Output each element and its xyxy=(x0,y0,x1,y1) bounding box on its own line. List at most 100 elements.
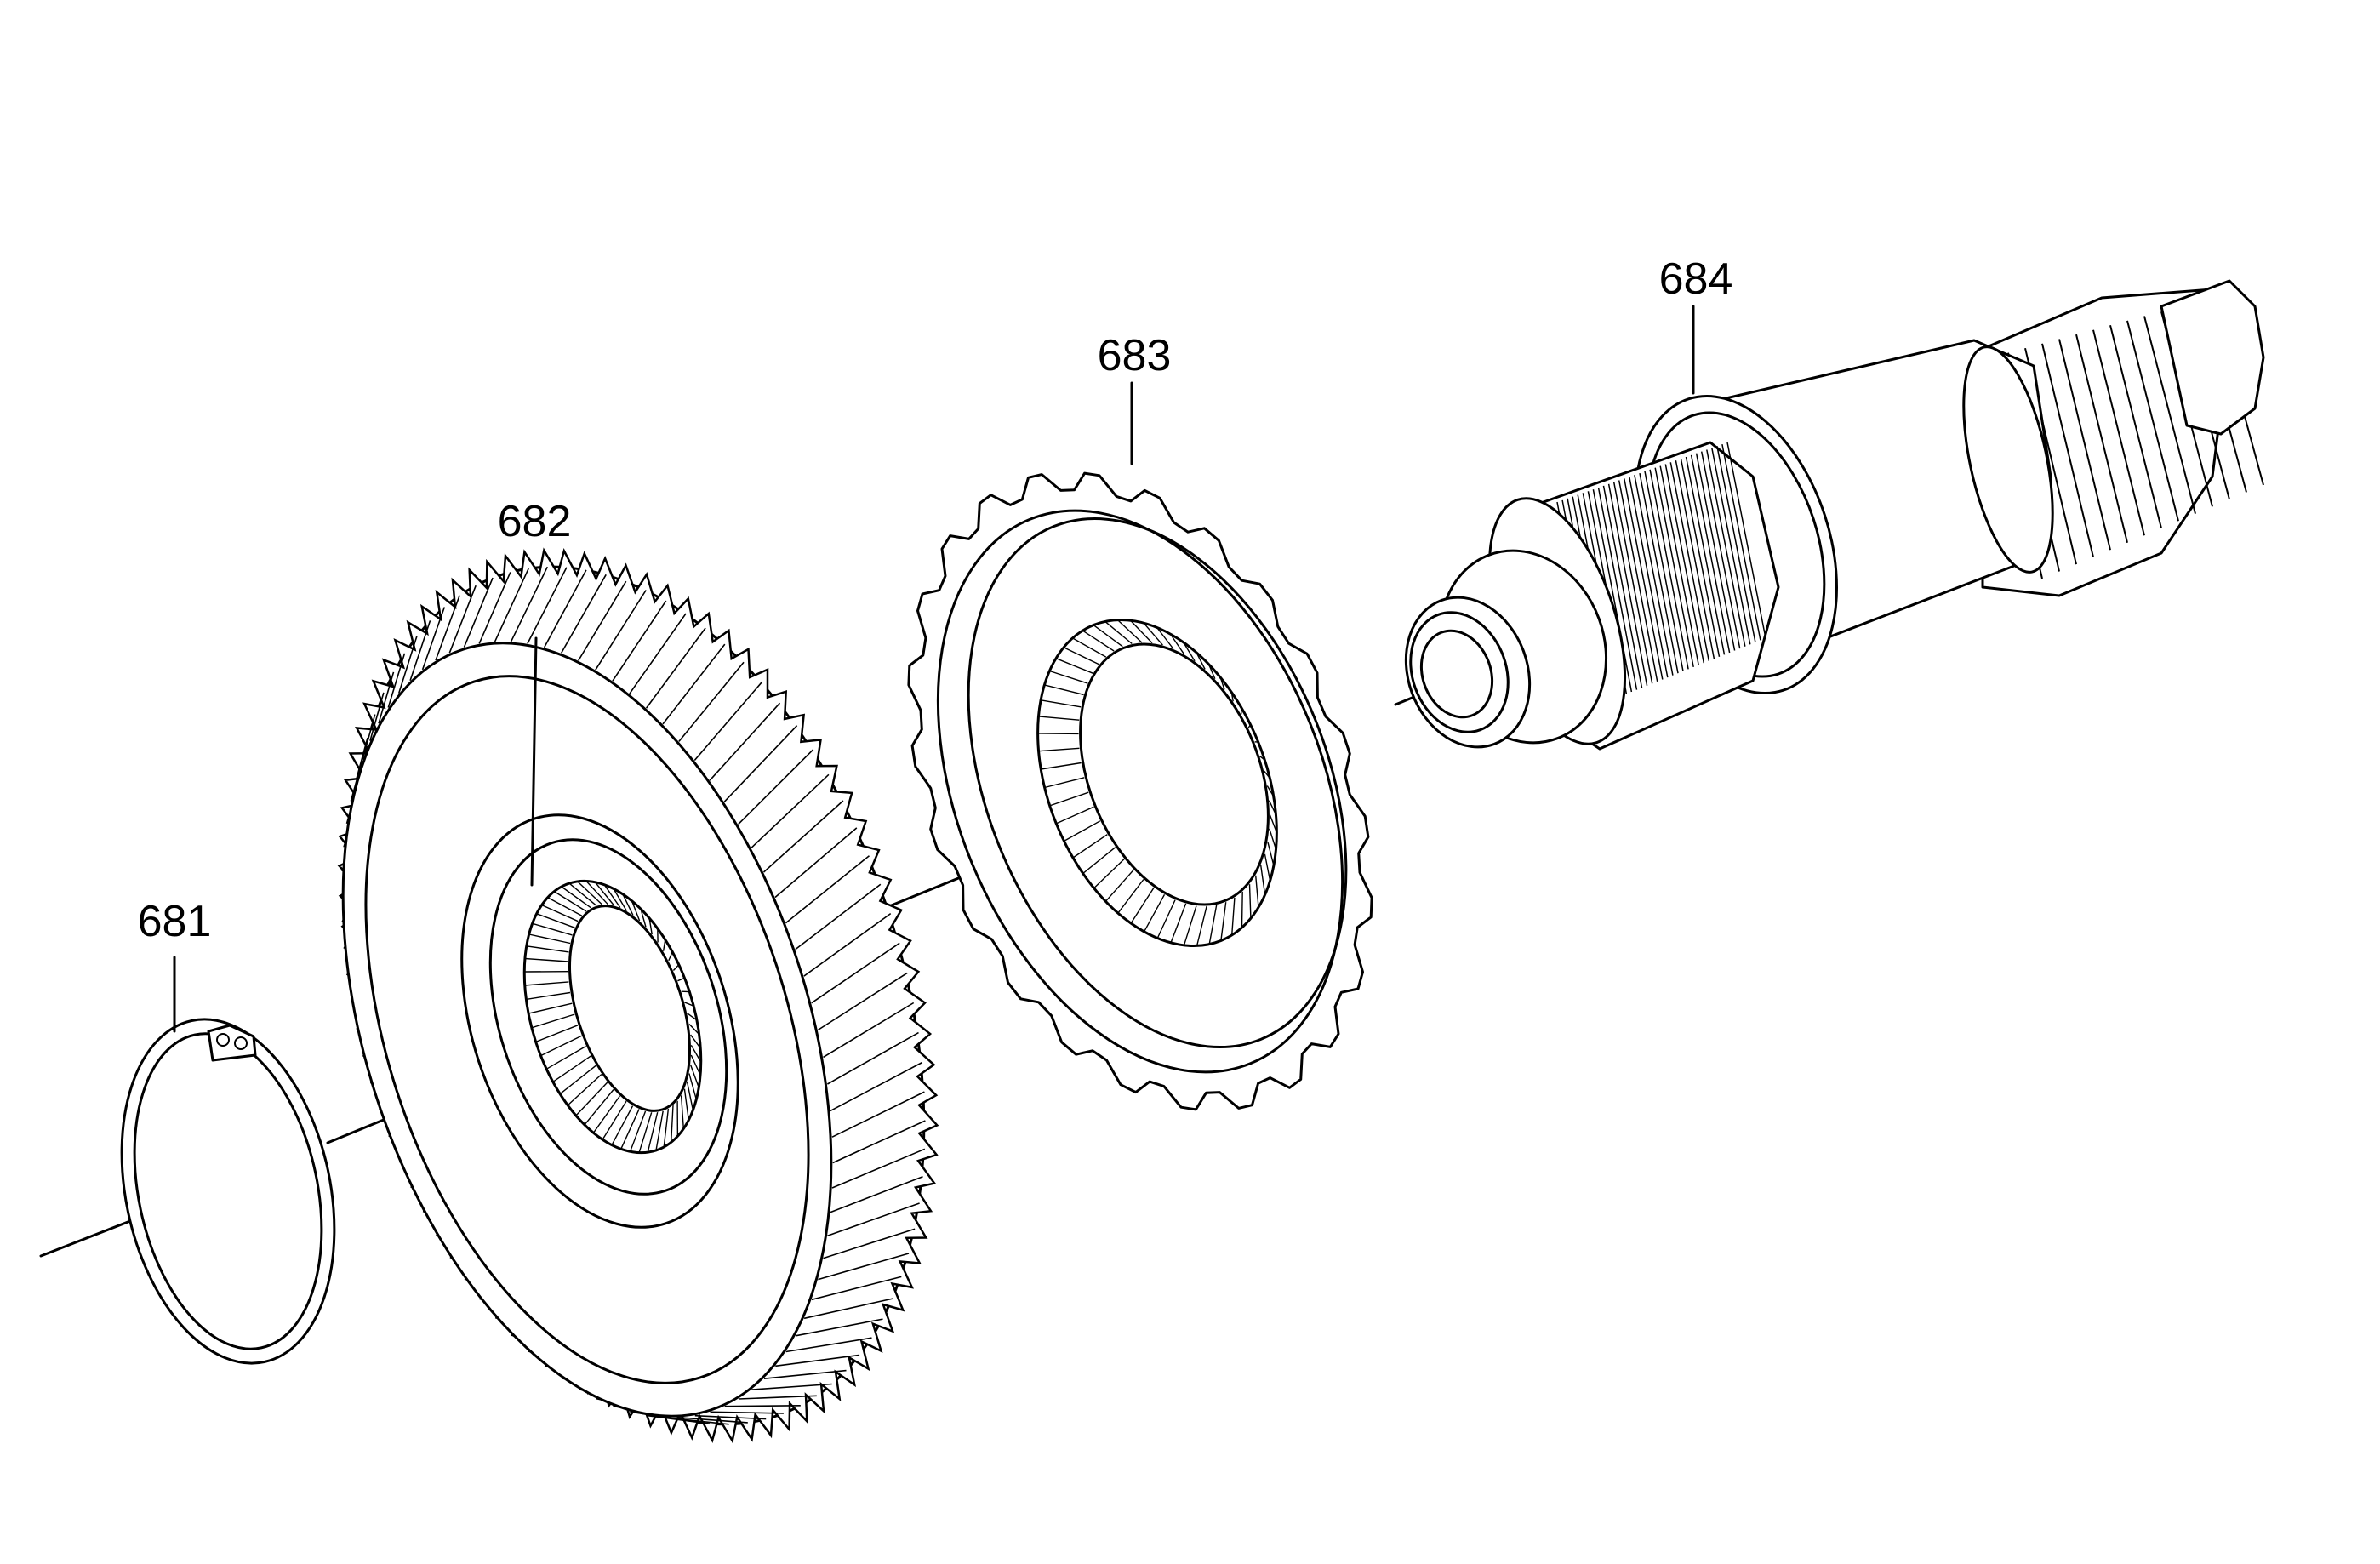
line-detail xyxy=(577,881,602,905)
line-detail xyxy=(1649,469,1689,670)
line-detail xyxy=(2126,320,2179,522)
part-label-683: 683 xyxy=(1098,331,1172,380)
line-detail xyxy=(1248,884,1252,919)
line-detail xyxy=(448,585,477,654)
line-detail xyxy=(611,1105,634,1145)
line-detail xyxy=(362,714,376,760)
line-detail xyxy=(524,981,569,986)
line-detail xyxy=(827,1031,919,1085)
line-detail xyxy=(397,636,418,694)
line-detail xyxy=(1247,724,1252,728)
line-detail xyxy=(1231,897,1236,935)
line-detail xyxy=(1183,642,1196,662)
line-detail xyxy=(830,1175,923,1213)
line-detail xyxy=(1072,834,1108,859)
line-detail xyxy=(594,882,615,906)
line-detail xyxy=(602,1100,627,1140)
line-detail xyxy=(1629,477,1669,678)
line-detail xyxy=(629,613,687,694)
line-detail xyxy=(1196,652,1206,670)
line-detail xyxy=(1169,633,1185,655)
line-detail xyxy=(1230,692,1234,702)
line-detail xyxy=(1639,472,1679,674)
helical-gear-part xyxy=(337,547,939,1444)
line-detail xyxy=(1038,716,1080,721)
line-detail xyxy=(1044,777,1085,789)
line-detail xyxy=(524,957,568,962)
line-detail xyxy=(560,574,607,654)
line-detail xyxy=(1269,814,1277,833)
line-detail xyxy=(655,1110,664,1151)
line-detail xyxy=(689,1064,699,1088)
line-detail xyxy=(1082,630,1115,652)
pinion-shaft-part xyxy=(1404,279,2265,751)
line-detail xyxy=(785,1337,872,1353)
line-detail xyxy=(2109,325,2162,529)
line-detail xyxy=(640,909,647,928)
line-detail xyxy=(629,1110,647,1152)
line-detail xyxy=(1208,905,1218,945)
line-detail xyxy=(1268,800,1277,815)
line-detail xyxy=(774,827,858,899)
line-detail xyxy=(1726,442,1766,639)
line-detail xyxy=(1695,453,1736,651)
line-detail xyxy=(1690,454,1731,654)
line-detail xyxy=(527,567,568,644)
synchronizer-ring-part xyxy=(907,381,1373,1111)
line-detail xyxy=(1706,449,1746,647)
line-detail xyxy=(1612,482,1653,684)
line-detail xyxy=(409,620,431,682)
line-detail xyxy=(1041,762,1082,770)
line-detail xyxy=(738,1395,817,1400)
line-detail xyxy=(2075,334,2128,543)
line-detail xyxy=(1264,770,1270,779)
synchro-bore-splines xyxy=(1037,619,1277,946)
line-detail xyxy=(723,725,798,802)
line-detail xyxy=(622,893,634,916)
line-detail xyxy=(553,891,587,912)
line-detail xyxy=(1255,875,1259,908)
line-detail xyxy=(631,900,641,922)
line-detail xyxy=(567,1073,602,1106)
line-detail xyxy=(559,1065,596,1095)
line-detail xyxy=(1130,887,1155,924)
line-detail xyxy=(1607,483,1648,686)
line-detail xyxy=(526,991,571,1001)
line-detail xyxy=(528,1002,573,1014)
line-detail xyxy=(672,964,680,971)
line-detail xyxy=(693,681,763,762)
line-detail xyxy=(1602,485,1643,688)
line-detail xyxy=(552,1055,591,1082)
line-detail xyxy=(1049,670,1088,684)
line-detail xyxy=(1700,451,1741,649)
line-detail xyxy=(687,1013,698,1021)
line-detail xyxy=(463,577,494,648)
snap-ring-part xyxy=(120,956,336,1365)
line-detail xyxy=(1143,622,1163,646)
line-detail xyxy=(647,1112,659,1153)
line-detail xyxy=(528,933,571,945)
line-detail xyxy=(823,1228,916,1259)
line-detail xyxy=(2041,343,2094,557)
line-detail xyxy=(1072,637,1107,658)
line-detail xyxy=(620,1109,640,1150)
line-detail xyxy=(1037,733,1079,735)
line-detail xyxy=(1266,785,1275,797)
line-detail xyxy=(683,1088,689,1121)
line-detail xyxy=(1049,791,1089,807)
line-detail xyxy=(1721,443,1761,641)
line-detail xyxy=(680,1095,684,1129)
line-detail xyxy=(2092,329,2145,536)
line-detail xyxy=(543,569,587,648)
line-detail xyxy=(1117,879,1144,914)
line-detail xyxy=(827,1202,920,1236)
line-detail xyxy=(1055,658,1093,674)
line-detail xyxy=(648,917,653,935)
line-detail xyxy=(831,1091,925,1138)
line-detail xyxy=(1716,446,1756,642)
line-detail xyxy=(1259,756,1265,761)
line-detail xyxy=(1156,627,1174,649)
line-detail xyxy=(1129,619,1153,644)
line-detail xyxy=(592,1095,620,1133)
